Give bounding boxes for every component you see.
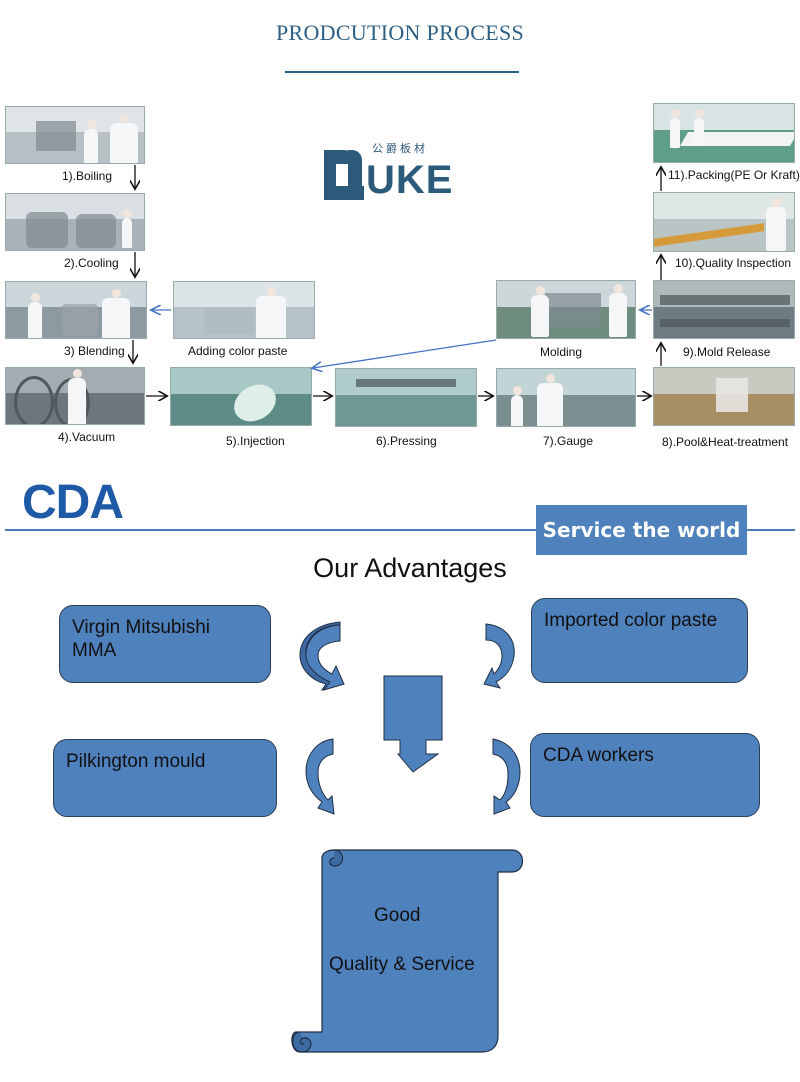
caption-vacuum: 4).Vacuum (58, 430, 116, 444)
caption-quality-inspection: 10).Quality Inspection (675, 256, 792, 270)
caption-molding: Molding (540, 345, 583, 359)
caption-gauge: 7).Gauge (543, 434, 594, 448)
advantage-label: Pilkington mould (66, 751, 206, 772)
photo-pool-heat-treatment (653, 367, 795, 426)
photo-blending (5, 281, 147, 339)
photo-mold-release (653, 280, 795, 339)
photo-adding-color-paste (173, 281, 315, 339)
photo-injection (170, 367, 312, 426)
section-divider (5, 529, 795, 531)
scroll-banner-icon (291, 849, 524, 1053)
curved-arrow-top-left-icon (299, 621, 345, 691)
process-flow-arrows (0, 165, 800, 470)
photo-cooling (5, 193, 145, 251)
caption-adding-color-paste: Adding color paste (188, 344, 288, 358)
curved-arrow-bottom-right-icon (492, 738, 521, 815)
duke-d-glyph (322, 146, 364, 200)
caption-pressing: 6).Pressing (376, 434, 437, 448)
caption-mold-release: 9).Mold Release (683, 345, 771, 359)
caption-blending: 3) Blending (64, 344, 125, 358)
photo-boiling (5, 106, 145, 164)
service-the-world-banner: Service the world (536, 505, 747, 555)
photo-vacuum (5, 367, 145, 425)
caption-cooling: 2).Cooling (64, 256, 119, 270)
title-underline (285, 71, 519, 73)
arrow-molding-to-injection (313, 339, 497, 368)
advantage-box-cda-workers: CDA workers (530, 733, 760, 817)
result-line-quality-service: Quality & Service (329, 954, 475, 975)
page-title: PRODCUTION PROCESS (275, 20, 525, 45)
curved-arrow-top-right-icon (483, 623, 515, 689)
photo-gauge (496, 368, 636, 427)
duke-chinese-name: 公爵板材 (372, 143, 428, 155)
caption-packing: 11).Packing(PE Or Kraft) (668, 168, 800, 182)
photo-pressing (335, 368, 477, 427)
photo-molding (496, 280, 636, 339)
advantage-label: Virgin Mitsubishi (72, 617, 210, 638)
advantage-label: CDA workers (543, 745, 654, 766)
duke-logo: 公爵板材 UKE (322, 140, 453, 200)
result-line-good: Good (374, 905, 421, 926)
advantage-box-virgin-mma: Virgin Mitsubishi MMA (59, 605, 271, 683)
advantage-label: Imported color paste (544, 610, 718, 631)
down-block-arrow-icon (383, 675, 443, 773)
advantage-box-imported-color-paste: Imported color paste (531, 598, 748, 683)
caption-injection: 5).Injection (226, 434, 285, 448)
caption-pool-heat-treatment: 8).Pool&Heat-treatment (662, 435, 789, 449)
photo-packing (653, 103, 795, 163)
curved-arrow-bottom-left-icon (305, 738, 335, 815)
advantage-label-line2: MMA (72, 640, 117, 661)
cda-logo: CDA (22, 476, 124, 529)
photo-quality-inspection (653, 192, 795, 252)
advantage-box-pilkington-mould: Pilkington mould (53, 739, 277, 817)
advantages-title: Our Advantages (313, 553, 507, 583)
duke-wordmark: UKE (366, 158, 454, 202)
caption-boiling: 1).Boiling (62, 169, 113, 183)
